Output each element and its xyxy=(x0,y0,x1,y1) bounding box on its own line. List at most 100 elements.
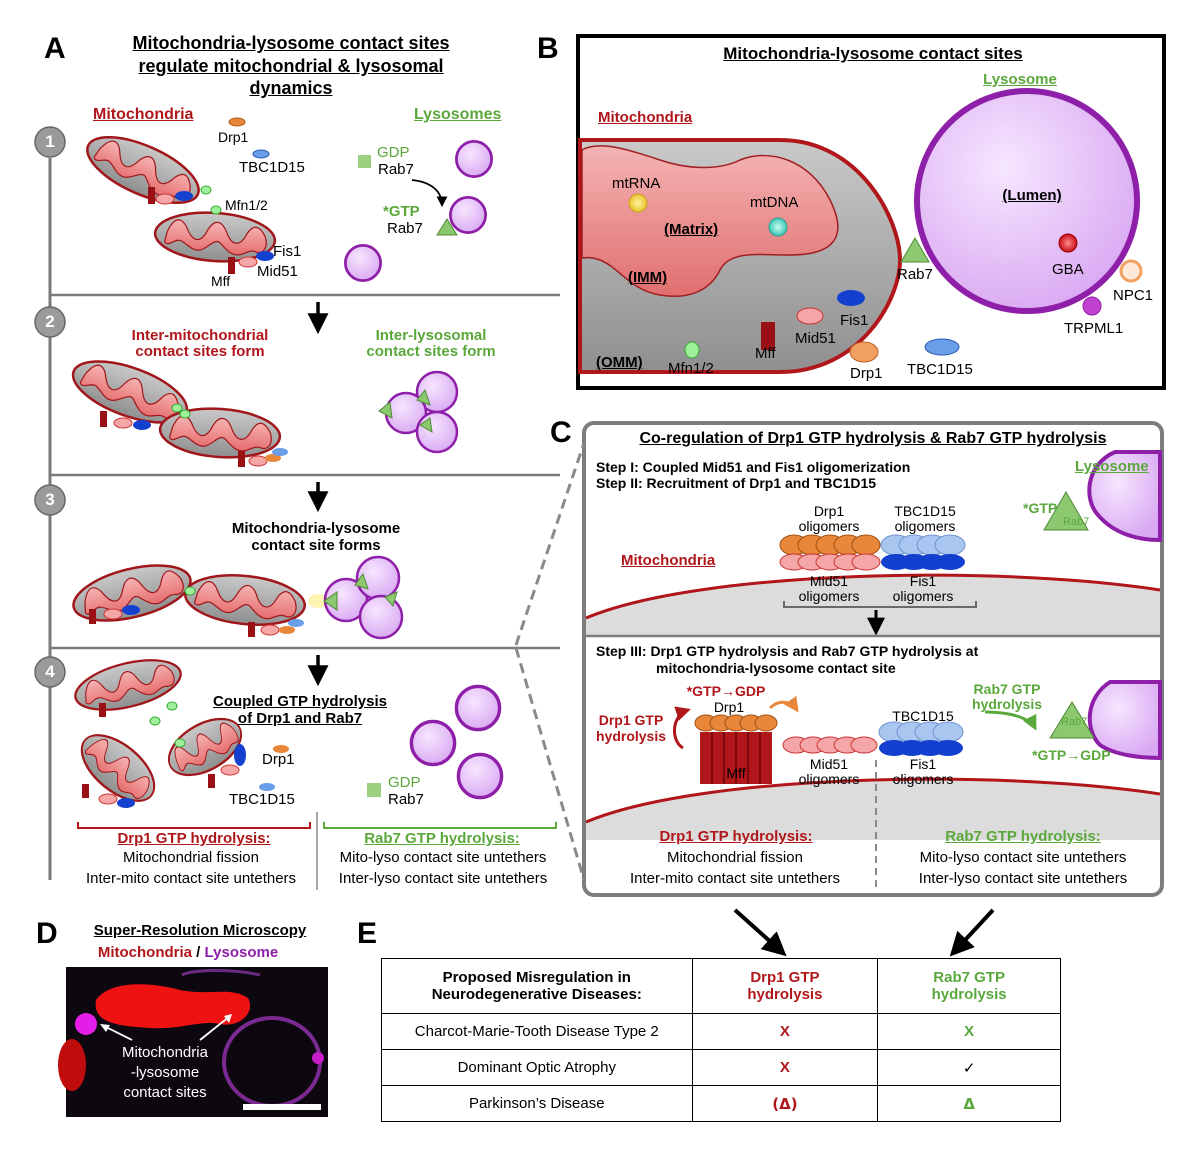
step-number: 2 xyxy=(45,312,55,331)
table-header-row: Proposed Misregulation in Neurodegenerat… xyxy=(381,958,1061,1014)
lyso-stain-label: Lysosome xyxy=(204,944,279,961)
mfn-label: Mfn1/2 xyxy=(668,360,714,377)
drp1-label: Drp1 xyxy=(218,129,249,145)
contact-site-label-1: Mitochondria-lysosome xyxy=(231,520,401,537)
drp1-hydrolysis-title: Drp1 GTP hydrolysis: xyxy=(659,828,813,845)
mito-stain-label: Mitochondria xyxy=(97,944,193,961)
rab7-label: Rab7 xyxy=(388,791,424,808)
matrix-label: (Matrix) xyxy=(664,221,719,238)
header-drp1-line2: hydrolysis xyxy=(747,986,823,1003)
omm-label: (OMM) xyxy=(596,354,643,371)
rab7-hydrolysis-line2: Inter-lyso contact site untethers xyxy=(338,870,548,887)
trpml1-label: TRPML1 xyxy=(1064,320,1124,337)
tbc1d15-oligomers-label-1: TBC1D15 xyxy=(894,503,956,519)
panel-d-title: Super-Resolution Microscopy xyxy=(93,922,307,939)
tbc1d15-label: TBC1D15 xyxy=(907,361,973,378)
drp1-hydrolysis-line2: Inter-mito contact site untethers xyxy=(629,870,841,887)
mff-label: Mff xyxy=(755,345,776,362)
drp1-oligomers-label-2: oligomers xyxy=(798,518,860,534)
table-row: Charcot-Marie-Tooth Disease Type 2 X X xyxy=(381,1013,1061,1050)
panel-label-d: D xyxy=(36,917,58,950)
mff-label: Mff xyxy=(211,273,231,289)
inter-lyso-label-1: Inter-lysosomal xyxy=(375,327,487,344)
rab7-gtp-hydrolysis-label-2: hydrolysis xyxy=(971,696,1043,712)
rab7-gtp-gdp-label: *GTP→GDP xyxy=(1032,747,1111,763)
lysosome-label: Lysosome xyxy=(1075,458,1149,475)
step-i-label: Step I: Coupled Mid51 and Fis1 oligomeri… xyxy=(596,459,911,475)
gtp-label: *GTP xyxy=(383,203,420,220)
mid51-oligomers-label-1: Mid51 xyxy=(809,756,849,772)
panel-b-title: Mitochondria-lysosome contact sites xyxy=(723,44,1023,63)
rab7-mark-cell: X xyxy=(877,1013,1061,1050)
header-drp1: Drp1 GTP hydrolysis xyxy=(691,958,879,1014)
rab7-mark-cell: Δ xyxy=(877,1085,1061,1122)
mid51-oligomers-label-1: Mid51 xyxy=(809,573,849,589)
header-drp1-line1: Drp1 GTP xyxy=(750,969,820,986)
imm-label: (IMM) xyxy=(628,269,668,286)
mid51-label: Mid51 xyxy=(795,330,836,347)
contact-site-label-2: contact site forms xyxy=(251,537,381,554)
drp1-mark-cell: X xyxy=(691,1049,879,1086)
mid51-oligomers-icon xyxy=(782,736,878,754)
lysosome-icon xyxy=(344,244,382,282)
mitochondrion-icon xyxy=(181,568,309,632)
panel-a-title-line2: regulate mitochondrial & lysosomal xyxy=(138,56,444,76)
mitochondrion-icon xyxy=(157,403,283,463)
mitochondria-label: Mitochondria xyxy=(598,109,693,126)
drp1-label: Drp1 xyxy=(713,699,745,715)
lysosome-label: Lysosome xyxy=(983,71,1057,88)
header-rab7-line2: hydrolysis xyxy=(931,986,1007,1003)
rab7-hydrolysis-title: Rab7 GTP hydrolysis: xyxy=(364,830,520,847)
drp1-hydrolysis-line1: Mitochondrial fission xyxy=(667,849,803,866)
mid51-oligomers-label-2: oligomers xyxy=(798,771,860,787)
drp1-hydrolysis-line2: Inter-mito contact site untethers xyxy=(85,870,297,887)
step-circles xyxy=(34,126,66,688)
tbc1d15-oligomers-icon xyxy=(880,534,966,556)
lysosome-icon xyxy=(455,140,493,178)
drp1-gtp-gdp-label: *GTP→GDP xyxy=(686,683,766,699)
mid51-oligomers-icon xyxy=(779,553,881,571)
rab7-hydrolysis-title: Rab7 GTP hydrolysis: xyxy=(945,828,1101,845)
lumen-label: (Lumen) xyxy=(1002,187,1062,204)
rab7-gtp-label: Rab7 xyxy=(387,220,423,237)
coupled-label-2: of Drp1 and Rab7 xyxy=(237,710,363,727)
drp1-gtp-hydrolysis-label-1: Drp1 GTP xyxy=(598,712,664,728)
microscopy-image xyxy=(58,967,328,1117)
header-disease-line2: Neurodegenerative Diseases: xyxy=(431,986,642,1003)
drp1-label: Drp1 xyxy=(262,751,295,768)
tbc1d15-label: TBC1D15 xyxy=(239,159,305,176)
step-iii-label-2: mitochondria-lysosome contact site xyxy=(656,660,896,676)
mff-drp1-ring-icon xyxy=(694,714,778,784)
disease-cell: Dominant Optic Atrophy xyxy=(381,1049,693,1086)
drp1-mark-cell: X xyxy=(691,1013,879,1050)
tbc1d15-fis1-icon xyxy=(878,721,964,756)
lysosome-icon xyxy=(456,752,504,800)
fis1-oligomers-label-1: Fis1 xyxy=(909,573,937,589)
rab7-small-label: Rab7 xyxy=(1061,716,1088,728)
inter-mito-label-1: Inter-mitochondrial xyxy=(131,327,269,344)
rab7-hydrolysis-line1: Mito-lyso contact site untethers xyxy=(339,849,547,866)
step-number: 1 xyxy=(45,132,55,151)
mitochondrion-icon xyxy=(77,122,209,218)
lysosome-icon xyxy=(449,196,487,234)
gdp-label: GDP xyxy=(377,144,410,161)
disease-cell: Charcot-Marie-Tooth Disease Type 2 xyxy=(381,1013,693,1050)
rab7-small-label: Rab7 xyxy=(1063,516,1090,528)
contact-annotation-1: Mitochondria xyxy=(122,1044,208,1061)
tbc1d15-oligomers-label-2: oligomers xyxy=(894,518,956,534)
mid51-oligomers-label-2: oligomers xyxy=(798,588,860,604)
tbc1d15-label: TBC1D15 xyxy=(892,708,954,724)
table-row: Dominant Optic Atrophy X ✓ xyxy=(381,1049,1061,1086)
disease-table: Proposed Misregulation in Neurodegenerat… xyxy=(381,958,1061,1122)
lysosome-cluster-icon xyxy=(323,555,404,640)
fis1-label: Fis1 xyxy=(840,312,869,329)
tbc1d15-label: TBC1D15 xyxy=(229,791,295,808)
lysosomes-label: Lysosomes xyxy=(414,106,502,123)
mitochondrion-icon xyxy=(66,553,198,633)
panel-d-subtitle: Mitochondria / Lysosome xyxy=(98,945,278,961)
panel-a-title-line1: Mitochondria-lysosome contact sites xyxy=(132,33,450,53)
drp1-oligomers-icon xyxy=(779,534,881,556)
coupled-label-1: Coupled GTP hydrolysis xyxy=(213,693,387,710)
mtrna-label: mtRNA xyxy=(612,175,661,192)
inter-mito-label-2: contact sites form xyxy=(135,343,265,360)
